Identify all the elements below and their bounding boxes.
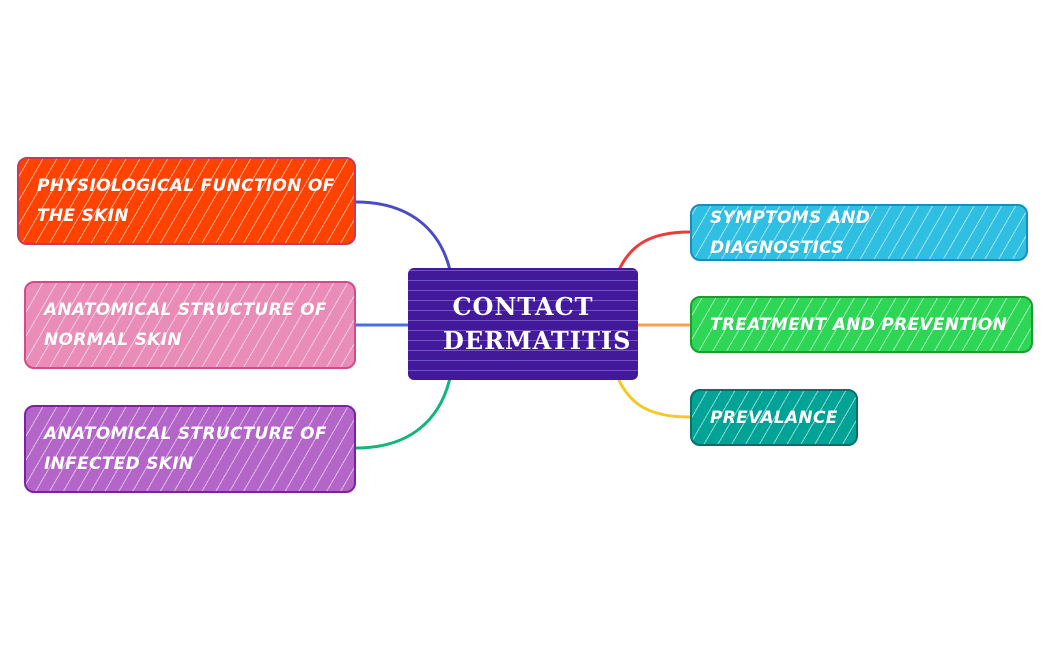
topic-prevalance[interactable]: Prevalance (690, 389, 858, 446)
topic-label: Anatomical structure of normal skin (44, 300, 327, 350)
central-topic[interactable]: CONTACT DERMATITIS (408, 268, 638, 380)
topic-symptoms-diagnostics[interactable]: Symptoms and diagnostics (690, 204, 1028, 261)
connector-physiological (355, 200, 452, 271)
topic-normal-skin[interactable]: Anatomical structure of normal skin (24, 281, 356, 369)
topic-physiological-function[interactable]: Physiological function of the skin (17, 157, 356, 245)
topic-infected-skin[interactable]: Anatomical structure of infected skin (24, 405, 356, 493)
connector-infected-skin (355, 377, 452, 450)
topic-label: Prevalance (710, 407, 838, 428)
central-topic-label: CONTACT DERMATITIS (443, 292, 632, 355)
topic-label: Treatment and prevention (710, 314, 1008, 335)
topic-treatment-prevention[interactable]: Treatment and prevention (690, 296, 1033, 353)
connector-symptoms (616, 230, 691, 273)
topic-label: Physiological function of the skin (37, 176, 335, 226)
topic-label: Symptoms and diagnostics (710, 207, 871, 258)
connector-prevalance (616, 377, 691, 419)
topic-label: Anatomical structure of infected skin (44, 424, 327, 474)
